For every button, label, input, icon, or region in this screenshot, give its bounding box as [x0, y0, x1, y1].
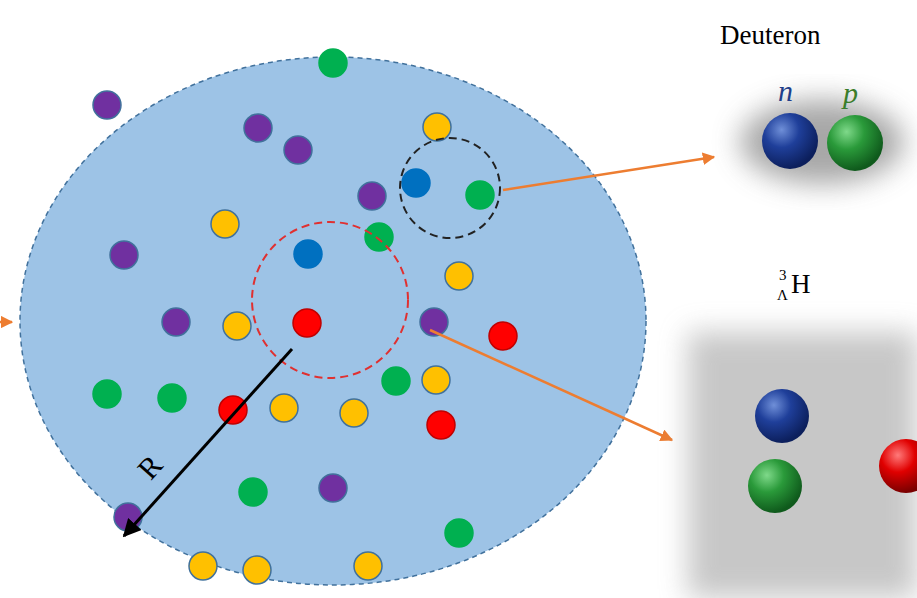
pointer-arrow [430, 330, 672, 440]
particle [244, 114, 272, 142]
deuteron-picture [740, 100, 904, 184]
particle [427, 411, 455, 439]
particle [402, 169, 430, 197]
particle [354, 552, 382, 580]
nucleus-name: Deuteron [720, 22, 820, 49]
particle [239, 478, 267, 506]
particle [158, 384, 186, 412]
particle [358, 182, 386, 210]
particle [445, 262, 473, 290]
particle [93, 380, 121, 408]
fireball [20, 57, 646, 585]
particle-name: n [778, 76, 793, 106]
particle [219, 396, 247, 424]
particle [114, 503, 142, 531]
mass-number: 3 [779, 268, 787, 283]
pointer-arrow [503, 157, 714, 190]
particle [284, 136, 312, 164]
particle [422, 366, 450, 394]
particle [489, 322, 517, 350]
nucleus-name: H [791, 271, 811, 298]
particle [466, 181, 494, 209]
particle [365, 223, 393, 251]
coalescence-circle [400, 138, 500, 238]
particle [223, 312, 251, 340]
particle [270, 394, 298, 422]
particle [243, 556, 271, 584]
particle [294, 240, 322, 268]
particles [93, 49, 517, 584]
hyperon-subscript: Λ [777, 288, 788, 303]
coalescence-circle [252, 222, 408, 378]
particle [423, 113, 451, 141]
particle [93, 91, 121, 119]
particle [110, 241, 138, 269]
particle-name: p [843, 78, 858, 108]
particle [319, 49, 347, 77]
particle [162, 308, 190, 336]
particle [382, 367, 410, 395]
particle [189, 552, 217, 580]
particle [340, 399, 368, 427]
particle [319, 474, 347, 502]
radius-arrow [124, 349, 292, 536]
particle [211, 210, 239, 238]
hypertriton-picture [688, 332, 917, 598]
pointer-arrow [0, 321, 12, 324]
particle [445, 519, 473, 547]
particle [293, 309, 321, 337]
